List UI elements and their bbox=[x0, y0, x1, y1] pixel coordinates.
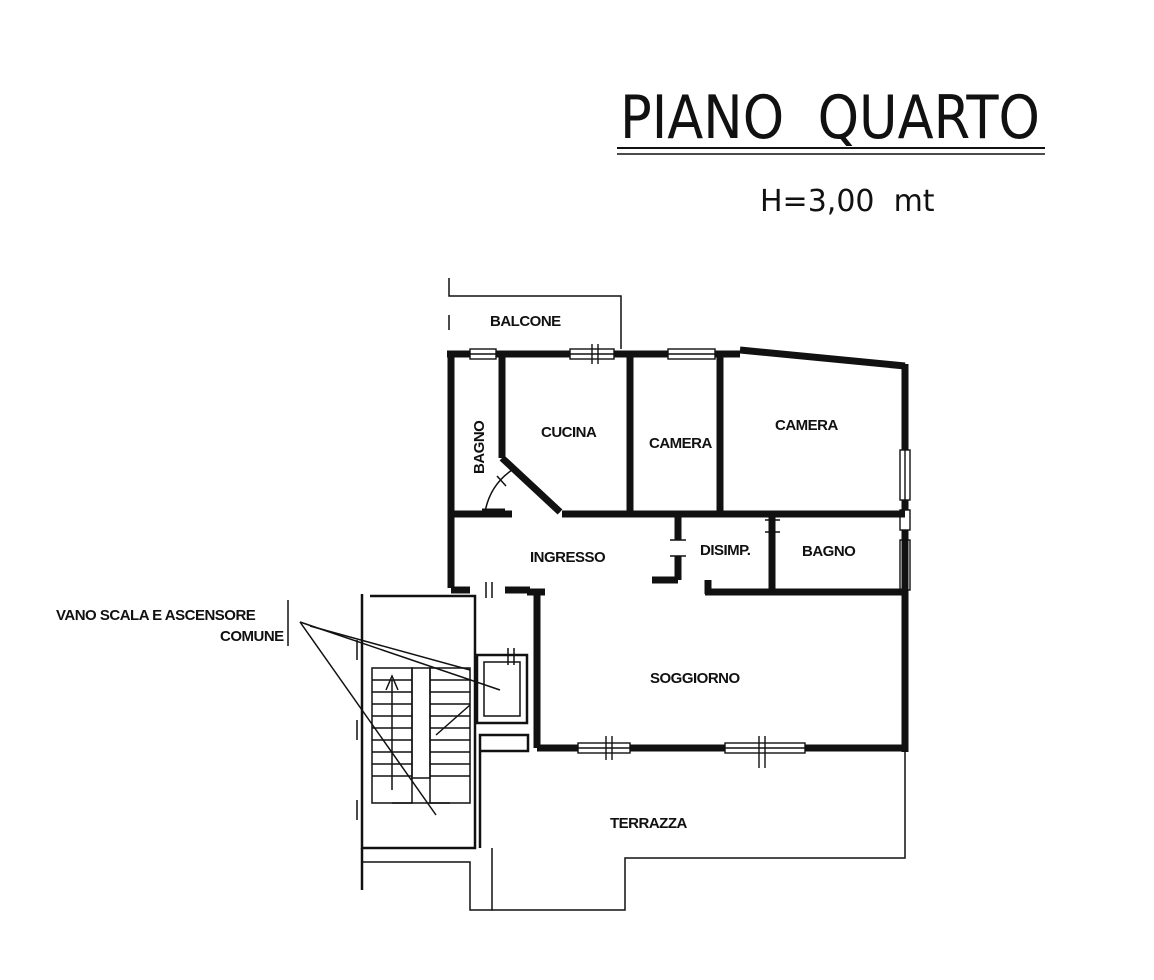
door-symbols bbox=[484, 469, 780, 598]
plan-title: PIANO QUARTO bbox=[620, 83, 1040, 153]
stair-elevator-block bbox=[356, 594, 530, 850]
room-label-soggiorno: SOGGIORNO bbox=[650, 670, 741, 687]
windows-top bbox=[469, 344, 911, 768]
room-label-ingresso: INGRESSO bbox=[530, 549, 606, 566]
room-label-bagno-1: BAGNO bbox=[471, 420, 488, 474]
interior-walls bbox=[451, 354, 905, 748]
exterior-walls bbox=[447, 346, 909, 752]
height-note: H=3,00 mt bbox=[760, 184, 935, 219]
stair-leader-lines bbox=[287, 600, 501, 816]
stair-label-line1: VANO SCALA E ASCENSORE bbox=[56, 607, 256, 624]
room-label-balcone: BALCONE bbox=[490, 313, 561, 330]
room-label-camera-2: CAMERA bbox=[775, 417, 838, 434]
room-label-disimpegno: DISIMP. bbox=[700, 542, 751, 559]
balcony-outline bbox=[448, 278, 622, 349]
room-label-camera-1: CAMERA bbox=[649, 435, 712, 452]
stair-label-line2: COMUNE bbox=[220, 628, 284, 645]
terrazza-outline bbox=[360, 752, 906, 911]
room-label-terrazza: TERRAZZA bbox=[610, 815, 687, 832]
room-label-cucina: CUCINA bbox=[541, 424, 597, 441]
room-label-bagno-2: BAGNO bbox=[802, 543, 856, 560]
